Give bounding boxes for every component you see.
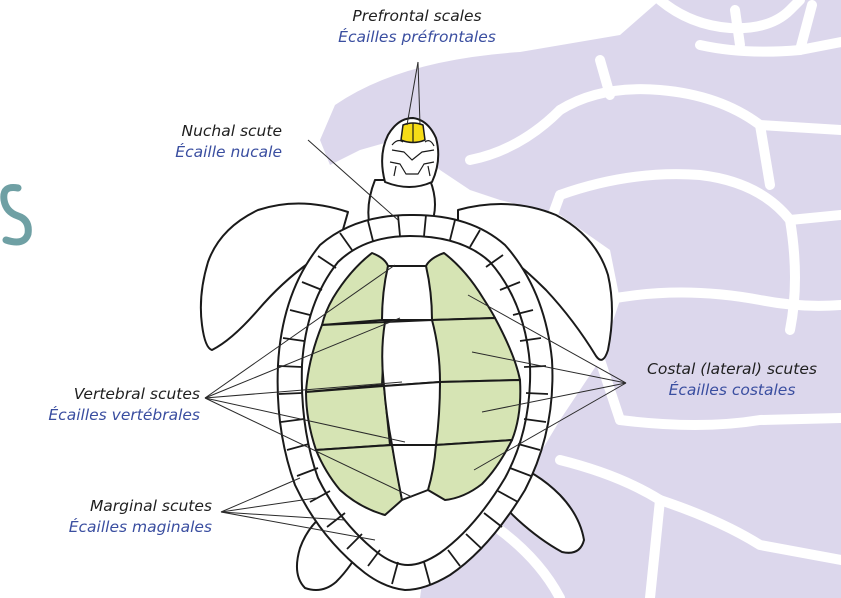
- marginal-scutes-label-en: Marginal scutes: [20, 496, 212, 517]
- costal-scutes-label: Costal (lateral) scutes Écailles costale…: [626, 359, 838, 401]
- prefrontal-scales-label-fr: Écailles préfrontales: [332, 27, 502, 48]
- nuchal-scute-label: Nuchal scute Écaille nucale: [120, 121, 282, 163]
- marginal-scutes-label-fr: Écailles maginales: [20, 517, 212, 538]
- prefrontal-scales-label: Prefrontal scales Écailles préfrontales: [332, 6, 502, 48]
- nuchal-scute-label-en: Nuchal scute: [120, 121, 282, 142]
- vertebral-scutes-label-en: Vertebral scutes: [4, 384, 200, 405]
- nuchal-scute-label-fr: Écaille nucale: [120, 142, 282, 163]
- marginal-scutes-label: Marginal scutes Écailles maginales: [20, 496, 212, 538]
- vertebral-scutes-label: Vertebral scutes Écailles vertébrales: [4, 384, 200, 426]
- prefrontal-scales-label-en: Prefrontal scales: [332, 6, 502, 27]
- vertebral-scutes-label-fr: Écailles vertébrales: [4, 405, 200, 426]
- costal-scutes-label-fr: Écailles costales: [626, 380, 838, 401]
- costal-scutes-label-en: Costal (lateral) scutes: [626, 359, 838, 380]
- decorative-s-glyph-icon: [4, 188, 29, 243]
